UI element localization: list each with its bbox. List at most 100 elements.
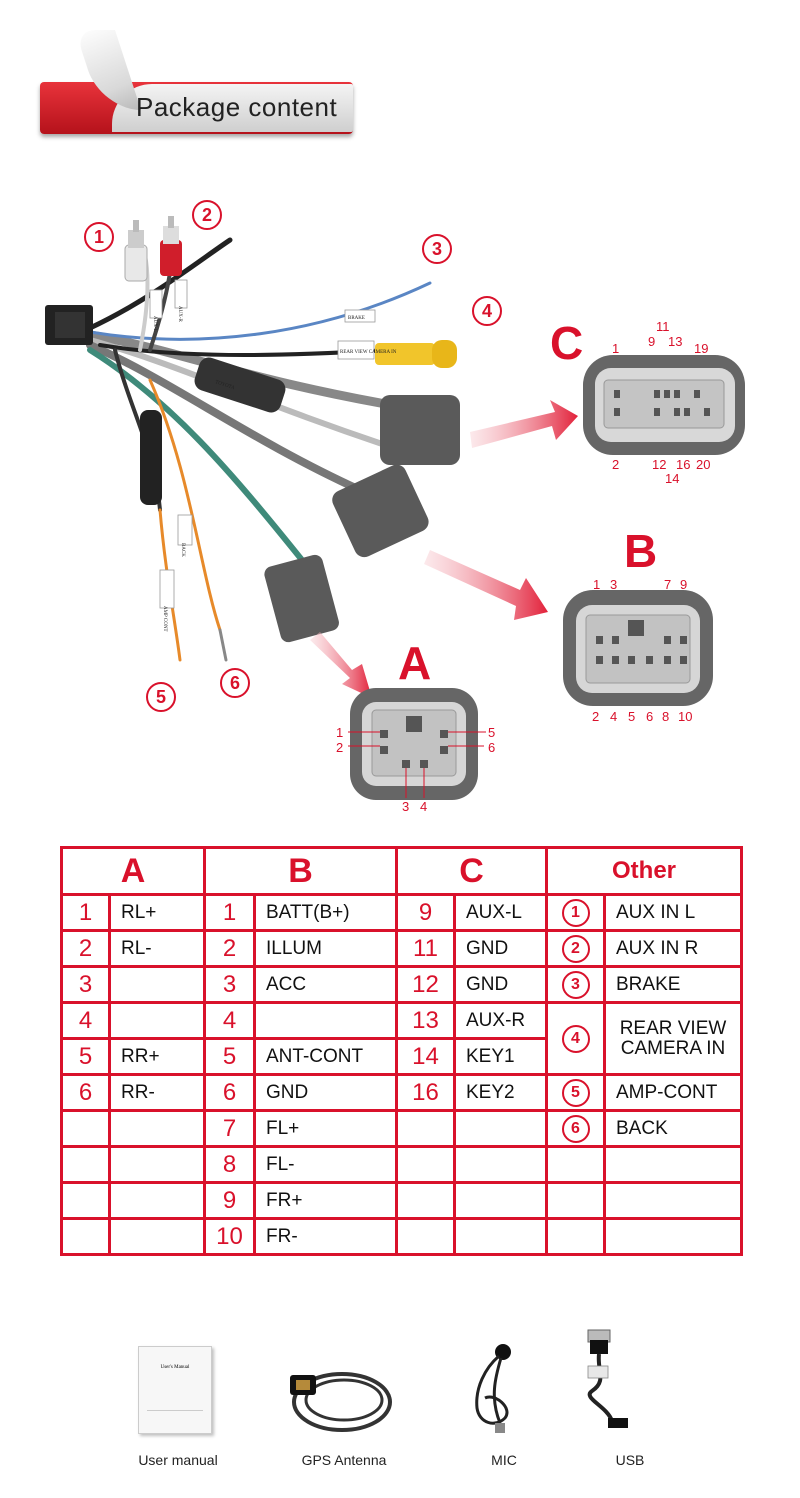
rca-plug-white <box>124 220 148 282</box>
wire-tag-text: BACK <box>180 543 185 557</box>
rca-plug-red <box>160 216 182 276</box>
pin-a-number: 4 <box>60 1001 111 1040</box>
other-label: REAR VIEW CAMERA IN <box>602 1001 744 1076</box>
pin-a-number: 1 <box>60 893 111 932</box>
pin-b-label: ILLUM <box>253 929 398 968</box>
fuse-holder <box>140 410 162 505</box>
connector-c-pin: 13 <box>668 334 683 349</box>
pin-b-number: 3 <box>203 965 256 1004</box>
connector-a-pin: 2 <box>336 740 344 755</box>
pin-a-label <box>108 1217 206 1256</box>
foam-connector-c <box>380 395 460 465</box>
other-label: BRAKE <box>602 965 744 1004</box>
pin-c-label <box>453 1181 548 1220</box>
pin-b-label: ANT-CONT <box>253 1037 398 1076</box>
connector-c-letter: C <box>550 317 584 369</box>
pin-b-label: FR- <box>253 1217 398 1256</box>
pin-a-label <box>108 965 206 1004</box>
other-number <box>545 1181 606 1220</box>
accessory-label-mic: MIC <box>491 1452 517 1468</box>
pin-c-number <box>395 1217 456 1256</box>
header-banner-tab <box>112 84 353 132</box>
pin-b-number: 7 <box>203 1109 256 1148</box>
page-title: Package content <box>136 92 338 122</box>
other-label <box>602 1217 744 1256</box>
pin-c-label <box>453 1145 548 1184</box>
arrow-to-a <box>310 632 372 698</box>
filter-box <box>194 357 286 413</box>
connector-b-pin: 10 <box>678 709 693 724</box>
mic-icon <box>475 1344 511 1433</box>
pin-c-number <box>395 1109 456 1148</box>
connector-c-pin: 11 <box>656 319 670 334</box>
connector-b-pin: 7 <box>664 577 672 592</box>
callout-4-icon: 4 <box>472 296 502 326</box>
pin-b-number: 10 <box>203 1217 256 1256</box>
header-c: C <box>395 846 548 896</box>
connector-c-pin: 1 <box>612 341 620 356</box>
rca-plug-yellow <box>375 340 457 368</box>
pin-b-label: FR+ <box>253 1181 398 1220</box>
manual-icon: User's Manual <box>138 1346 212 1434</box>
pin-a-number: 2 <box>60 929 111 968</box>
accessory-label-manual: User manual <box>138 1452 218 1468</box>
pin-a-label: RR- <box>108 1073 206 1112</box>
circled-number-icon: 3 <box>561 970 590 999</box>
connector-a-pin: 6 <box>488 740 496 755</box>
pin-c-label: AUX-R <box>453 1001 548 1040</box>
pin-a-label <box>108 1001 206 1040</box>
circled-number-icon: 5 <box>561 1078 590 1107</box>
connector-b-pin: 9 <box>680 577 688 592</box>
other-number: 6 <box>545 1109 606 1148</box>
circled-number-icon: 1 <box>561 898 590 927</box>
connector-c-pin: 2 <box>612 457 620 472</box>
pin-c-number: 13 <box>395 1001 456 1040</box>
connector-a-pin: 3 <box>402 799 410 814</box>
pin-a-number <box>60 1109 111 1148</box>
wire-tag-text: AUX-R <box>177 306 182 322</box>
pin-b-number: 5 <box>203 1037 256 1076</box>
table-header-row: A B C Other <box>60 846 744 896</box>
circled-number-icon: 6 <box>561 1114 590 1143</box>
connector-a-letter: A <box>398 637 432 689</box>
callout-6-icon: 6 <box>220 668 250 698</box>
connector-b-pin: 5 <box>628 709 636 724</box>
connector-b-face <box>563 590 713 706</box>
callout-5-icon: 5 <box>146 682 176 712</box>
other-label <box>602 1181 744 1220</box>
pin-b-label: ACC <box>253 965 398 1004</box>
pin-a-number <box>60 1181 111 1220</box>
other-number: 4 <box>545 1001 606 1076</box>
pin-b-label: FL- <box>253 1145 398 1184</box>
pin-c-number: 12 <box>395 965 456 1004</box>
pin-c-label: AUX-L <box>453 893 548 932</box>
wire-tag-text: REAR VIEW CAMERA IN <box>340 350 397 355</box>
pin-b-label: GND <box>253 1073 398 1112</box>
circled-number-icon: 4 <box>561 1024 590 1053</box>
connector-c-face <box>583 355 745 455</box>
connector-b-pin: 1 <box>593 577 601 592</box>
pin-c-label <box>453 1109 548 1148</box>
pin-c-label: GND <box>453 929 548 968</box>
other-label: AMP-CONT <box>602 1073 744 1112</box>
arrow-to-b <box>424 550 548 620</box>
connector-a-pin: 4 <box>420 799 428 814</box>
header-a: A <box>60 846 206 896</box>
callout-2-icon: 2 <box>192 200 222 230</box>
connector-c-pin: 20 <box>696 457 711 472</box>
other-label: BACK <box>602 1109 744 1148</box>
other-label <box>602 1145 744 1184</box>
pin-a-number: 3 <box>60 965 111 1004</box>
pin-c-label: KEY2 <box>453 1073 548 1112</box>
other-number: 5 <box>545 1073 606 1112</box>
pin-a-label <box>108 1145 206 1184</box>
connector-c-pin: 12 <box>652 457 667 472</box>
circled-number-icon: 2 <box>561 934 590 963</box>
pin-b-number: 2 <box>203 929 256 968</box>
